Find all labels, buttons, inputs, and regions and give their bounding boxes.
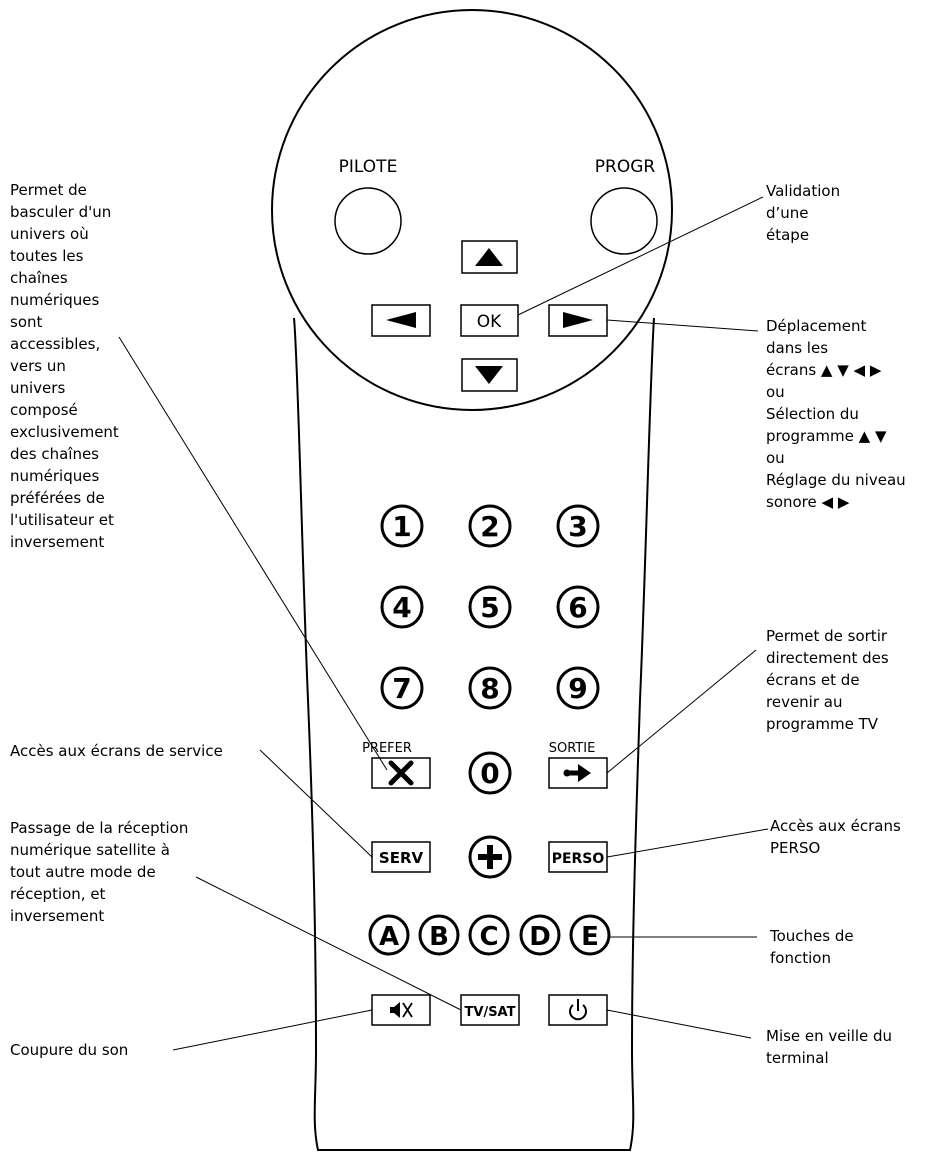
nav-right-button[interactable] [548,304,608,337]
svg-text:SERV: SERV [379,849,424,867]
function-key-b[interactable]: B [418,914,460,956]
svg-text:C: C [479,922,498,952]
digit-key-9[interactable]: 9 [556,666,600,710]
leader-service [259,749,373,858]
svg-text:TV/SAT: TV/SAT [465,1005,516,1020]
svg-text:4: 4 [392,591,411,624]
down-arrow-icon [475,366,503,384]
leader-validation [517,196,764,316]
leader-passage [195,876,462,1011]
nav-down-button[interactable] [461,358,518,392]
star-cross-icon [388,760,414,786]
exit-arrow-icon [563,764,591,782]
pilote-button[interactable] [334,187,402,255]
function-key-e[interactable]: E [569,914,611,956]
speaker-mute-icon [390,1002,413,1018]
leader-sortir [606,649,757,774]
perso-button[interactable]: PERSO [548,841,608,873]
function-key-a[interactable]: A [368,914,410,956]
annotation-service: Accès aux écrans de service [10,742,223,760]
leader-lines [118,196,769,1051]
annotation-deplacement: Déplacement dans les écrans ▲ ▼ ◀ ▶ ou S… [766,317,906,511]
digit-key-4[interactable]: 4 [380,585,424,629]
mute-button[interactable] [371,994,431,1026]
annotation-passage: Passage de la réception numérique satell… [10,819,189,925]
annotation-fonction: Touches de fonction [770,927,854,967]
svg-text:D: D [529,922,551,952]
plus-icon [478,845,502,869]
svg-text:3: 3 [568,510,587,543]
svg-text:8: 8 [480,672,499,705]
annotation-sortir: Permet de sortir directement des écrans … [766,627,889,733]
digit-key-1[interactable]: 1 [380,504,424,548]
digit-key-0[interactable]: 0 [468,751,512,795]
up-arrow-icon [475,248,503,266]
svg-text:E: E [581,922,599,952]
svg-text:9: 9 [568,672,587,705]
svg-text:A: A [379,922,399,952]
leader-coupure [172,1009,373,1051]
nav-up-button[interactable] [461,240,518,274]
svg-text:2: 2 [480,510,499,543]
annotation-perso: Accès aux écrans PERSO [770,817,901,857]
svg-text:B: B [429,922,449,952]
prefer-label: PREFER [362,741,412,756]
leader-deplacement [606,319,759,332]
annotation-univers: Permet de basculer d'un univers où toute… [10,181,119,551]
annotation-coupure: Coupure du son [10,1041,129,1059]
digit-key-5[interactable]: 5 [468,585,512,629]
function-key-d[interactable]: D [519,914,561,956]
prefer-button[interactable] [371,757,431,789]
svg-text:1: 1 [392,510,411,543]
svg-text:7: 7 [392,672,411,705]
digit-key-6[interactable]: 6 [556,585,600,629]
sortie-button[interactable] [548,757,608,789]
pilote-label: PILOTE [339,157,398,177]
digit-key-2[interactable]: 2 [468,504,512,548]
function-key-c[interactable]: C [468,914,510,956]
plus-button[interactable] [468,835,512,879]
ok-label: OK [477,312,502,332]
svg-text:6: 6 [568,591,587,624]
svg-text:PERSO: PERSO [552,851,605,867]
leader-veille [606,1009,752,1039]
nav-left-button[interactable] [371,304,431,337]
sortie-label: SORTIE [549,741,596,756]
power-icon [569,999,587,1021]
tvsat-button[interactable]: TV/SAT [460,994,520,1026]
right-arrow-icon [563,312,593,328]
svg-text:5: 5 [480,591,499,624]
progr-button[interactable] [590,187,658,255]
digit-key-3[interactable]: 3 [556,504,600,548]
power-button[interactable] [548,994,608,1026]
digit-key-8[interactable]: 8 [468,666,512,710]
progr-label: PROGR [595,157,656,177]
left-arrow-icon [386,312,416,328]
annotation-validation: Validation d’une étape [766,182,841,244]
leader-univers [118,336,388,771]
leader-perso [606,828,769,858]
svg-text:0: 0 [480,757,499,790]
digit-key-7[interactable]: 7 [380,666,424,710]
annotation-veille: Mise en veille du terminal [766,1027,893,1067]
serv-button[interactable]: SERV [371,841,431,873]
ok-button[interactable]: OK [460,304,519,337]
